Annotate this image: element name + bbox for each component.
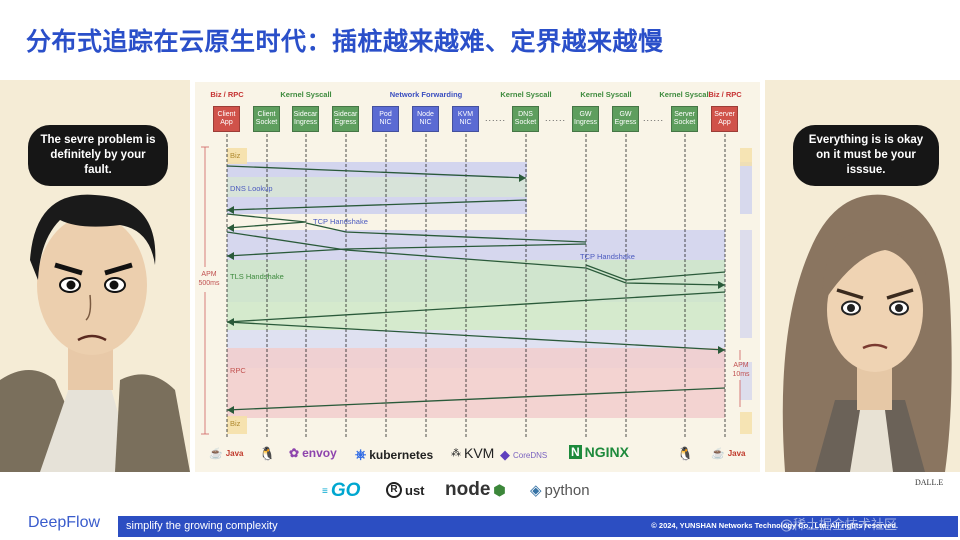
component-client-socket: Client Socket bbox=[253, 106, 280, 132]
python-icon: ◈python bbox=[530, 481, 590, 500]
right-character-panel: Everything is is okay on it must be your… bbox=[765, 80, 960, 472]
angry-woman-illustration bbox=[782, 194, 952, 472]
header-label-biz-right: Biz / RPC bbox=[708, 90, 742, 99]
component-client-app: Client App bbox=[213, 106, 240, 132]
apm-right-label: APM 10ms bbox=[732, 362, 750, 378]
phase-tls-handshake: TLS Handshake bbox=[230, 272, 284, 281]
component-kvm-nic: KVM NIC bbox=[452, 106, 479, 132]
coredns-icon: ◆CoreDNS bbox=[500, 447, 548, 462]
kubernetes-icon: ⎈kubernetes bbox=[355, 446, 434, 462]
component-server-app: Server App bbox=[711, 106, 738, 132]
linux-icon-right: 🐧 bbox=[677, 446, 694, 461]
header-label-kernel-3: Kernel Syscall bbox=[580, 90, 632, 99]
header-label-kernel-4: Kernel Syscall bbox=[659, 90, 711, 99]
component-dns-socket: DNS Socket bbox=[512, 106, 539, 132]
java-icon-left: ☕Java bbox=[209, 448, 244, 460]
ellipsis-1: ...... bbox=[485, 113, 507, 123]
phase-tcp-handshake-1: TCP Handshake bbox=[313, 217, 368, 226]
java-icon-right: ☕Java bbox=[711, 448, 746, 460]
ellipsis-2: ...... bbox=[545, 113, 567, 123]
apm-left-label: APM 500ms bbox=[196, 270, 222, 288]
envoy-icon: ✿envoy bbox=[289, 446, 337, 460]
header-label-network: Network Forwarding bbox=[389, 90, 463, 99]
header-label-kernel-1: Kernel Syscall bbox=[280, 90, 332, 99]
component-sidecar-egress: Sidecar Egress bbox=[332, 106, 359, 132]
kvm-icon: ⁂KVM bbox=[451, 445, 495, 461]
rpc-band bbox=[227, 348, 725, 418]
phase-biz-bottom: Biz bbox=[230, 419, 241, 428]
component-gw-egress: GW Egress bbox=[612, 106, 639, 132]
phase-tcp-handshake-2: TCP Handshake bbox=[580, 252, 635, 261]
sequence-diagram-canvas bbox=[201, 134, 752, 438]
page-title: 分布式追踪在云原生时代：插桩越来越难、定界越来越慢 bbox=[26, 27, 664, 56]
dalle-credit: DALL.E bbox=[915, 478, 944, 487]
component-pod-nic: Pod NIC bbox=[372, 106, 399, 132]
component-node-nic: Node NIC bbox=[412, 106, 439, 132]
component-server-socket: Server Socket bbox=[671, 106, 698, 132]
phase-rpc: RPC bbox=[230, 366, 246, 375]
footer-bar: simplify the growing complexity © 2024, … bbox=[118, 516, 958, 537]
phase-biz-top: Biz bbox=[230, 151, 241, 160]
go-icon: ≡GO bbox=[322, 480, 361, 501]
component-gw-ingress: GW Ingress bbox=[572, 106, 599, 132]
left-speech-bubble: The sevre problem is definitely by your … bbox=[28, 125, 168, 186]
copyright: © 2024, YUNSHAN Networks Technology Co.,… bbox=[651, 521, 898, 530]
component-sidecar-ingress: Sidecar Ingress bbox=[292, 106, 319, 132]
left-character-panel: The sevre problem is definitely by your … bbox=[0, 80, 190, 472]
nodejs-icon: node⬢ bbox=[445, 479, 506, 500]
sequence-diagram: Biz / RPC Kernel Syscall Network Forward… bbox=[195, 82, 760, 472]
phase-dns-lookup: DNS Lookup bbox=[230, 184, 273, 193]
header-label-kernel-2: Kernel Syscall bbox=[500, 90, 552, 99]
right-speech-bubble: Everything is is okay on it must be your… bbox=[793, 125, 939, 186]
header-label-biz-left: Biz / RPC bbox=[210, 90, 244, 99]
tls-band bbox=[227, 260, 725, 330]
ellipsis-3: ...... bbox=[643, 113, 665, 123]
angry-man-illustration bbox=[0, 194, 190, 472]
slogan: simplify the growing complexity bbox=[126, 520, 278, 532]
deepflow-logo: DeepFlow bbox=[28, 514, 101, 531]
linux-icon-left: 🐧 bbox=[259, 446, 276, 461]
watermark: @稀土掘金技术社区 bbox=[780, 518, 898, 533]
